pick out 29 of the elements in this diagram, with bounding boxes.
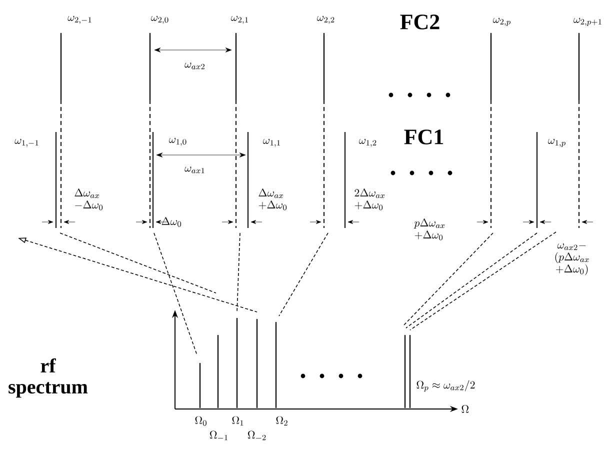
frequency-label: $\Omega_1$ bbox=[232, 416, 244, 426]
frequency-label: $\omega_{1,0}$ bbox=[169, 138, 186, 146]
offset-label: $\begin{array}{c}\omega_{ax2}-\\(p\Delta\omega_{ax}\\+\Delta\omega_0)\end{array}$ bbox=[555, 244, 589, 276]
offset-label: $\Delta\omega_0$ bbox=[162, 217, 182, 227]
offset-label: $\begin{array}{l}2\Delta\omega_{ax}\\+\Delta\omega_0\end{array}$ bbox=[354, 188, 385, 210]
spacing-label: $\omega_{ax1}$ bbox=[184, 166, 204, 174]
axis-label: $\Omega$ bbox=[462, 405, 469, 413]
frequency-label: $\omega_{1,1}$ bbox=[263, 138, 280, 147]
offset-label: $\begin{array}{l}p\Delta\omega_{ax}\\+\Delta\omega_0\end{array}$ bbox=[414, 218, 445, 240]
frequency-label: $\omega_{2,p+1}$ bbox=[574, 18, 602, 26]
frequency-label: $\Omega_p\approx\omega_{ax2}/2$ bbox=[416, 380, 475, 392]
frequency-label: $\omega_{2,p}$ bbox=[493, 18, 510, 26]
comb-label: FC2 bbox=[400, 14, 440, 30]
frequency-label: $\Omega_{-2}$ bbox=[248, 430, 266, 440]
offset-label: $\begin{array}{l}\Delta\omega_{ax}\\+\Delta\omega_0\end{array}$ bbox=[258, 188, 287, 210]
frequency-label: $\omega_{2,0}$ bbox=[151, 16, 168, 24]
spacing-label: $\omega_{ax2}$ bbox=[184, 62, 204, 70]
comb-label: FC1 bbox=[404, 130, 444, 144]
frequency-label: $\omega_{2,1}$ bbox=[231, 16, 248, 24]
frequency-label: $\omega_{1,-1}$ bbox=[14, 138, 38, 147]
frequency-label: $\Omega_0$ bbox=[195, 416, 206, 426]
frequency-label: $\omega_{1,2}$ bbox=[359, 138, 376, 147]
frequency-label: $\Omega_{-1}$ bbox=[210, 430, 228, 440]
frequency-label: $\omega_{2,2}$ bbox=[317, 16, 334, 24]
frequency-label: $\Omega_2$ bbox=[276, 416, 288, 426]
frequency-label: $\omega_{2,-1}$ bbox=[68, 16, 92, 24]
frequency-label: $\omega_{1,p}$ bbox=[548, 138, 566, 147]
offset-label: $\begin{array}{l}\Delta\omega_{ax}\\-\Delta\omega_0\end{array}$ bbox=[74, 188, 103, 210]
axis-title: rf spectrum bbox=[8, 358, 88, 398]
